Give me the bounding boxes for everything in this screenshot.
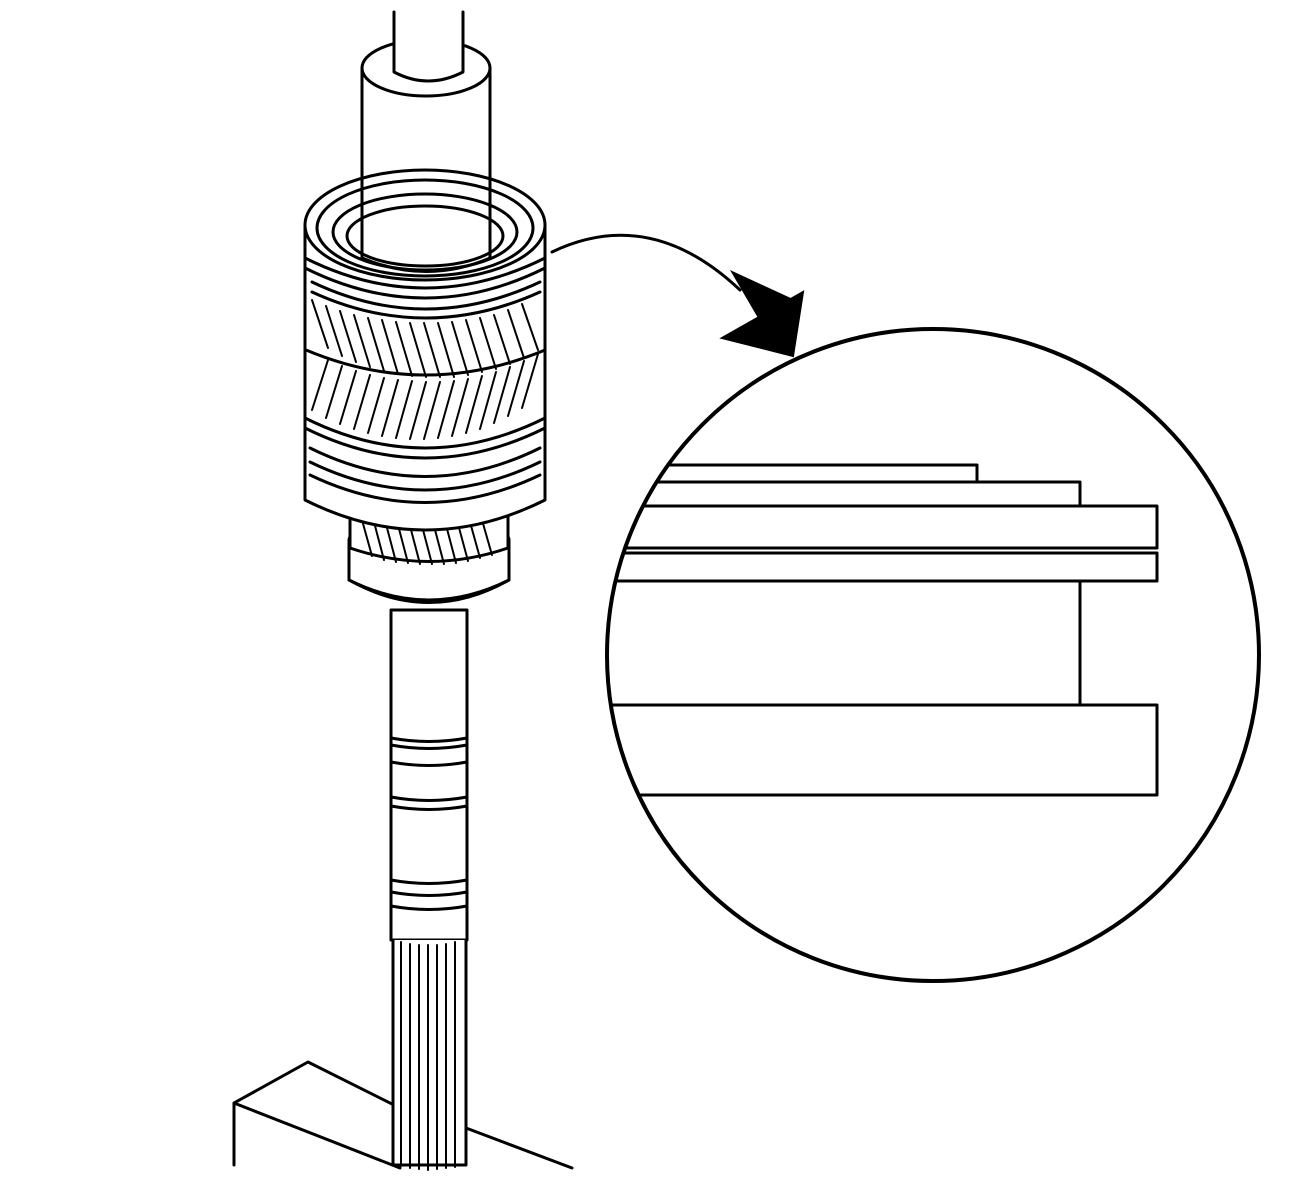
synchronizer-assembly bbox=[303, 223, 547, 532]
helical-gear bbox=[304, 299, 547, 440]
output-shaft bbox=[389, 608, 469, 942]
synchronizer-top bbox=[303, 168, 547, 282]
press-tool bbox=[392, 10, 465, 83]
callout-arrow bbox=[550, 233, 805, 358]
detail-magnifier bbox=[605, 327, 1261, 983]
splined-end bbox=[391, 938, 468, 1171]
support-block bbox=[232, 1060, 574, 1170]
detail-contents bbox=[607, 463, 1159, 797]
